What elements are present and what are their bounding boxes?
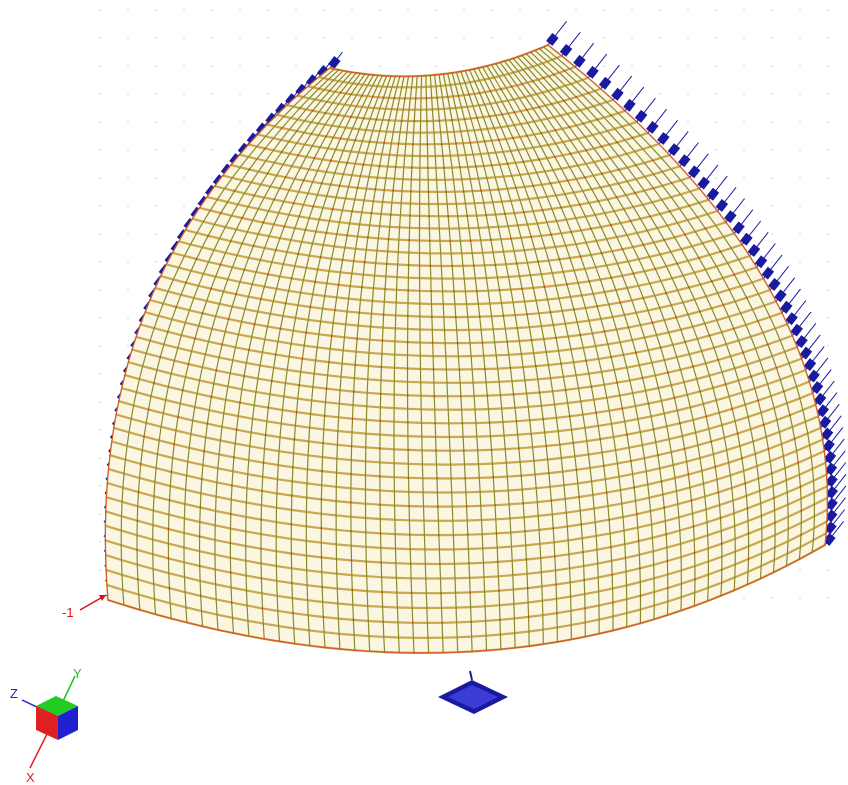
- axis-y-label: Y: [73, 666, 82, 681]
- node-marker[interactable]: -1: [62, 594, 107, 620]
- node-label: -1: [62, 605, 74, 620]
- shell-mesh[interactable]: [104, 43, 829, 655]
- base-support-icon: [438, 670, 508, 714]
- axis-x-label: X: [26, 770, 35, 785]
- axis-triad[interactable]: X Y Z: [10, 666, 82, 785]
- axis-z-label: Z: [10, 686, 18, 701]
- shell-surface: [105, 45, 828, 653]
- shell-outline: [104, 44, 829, 654]
